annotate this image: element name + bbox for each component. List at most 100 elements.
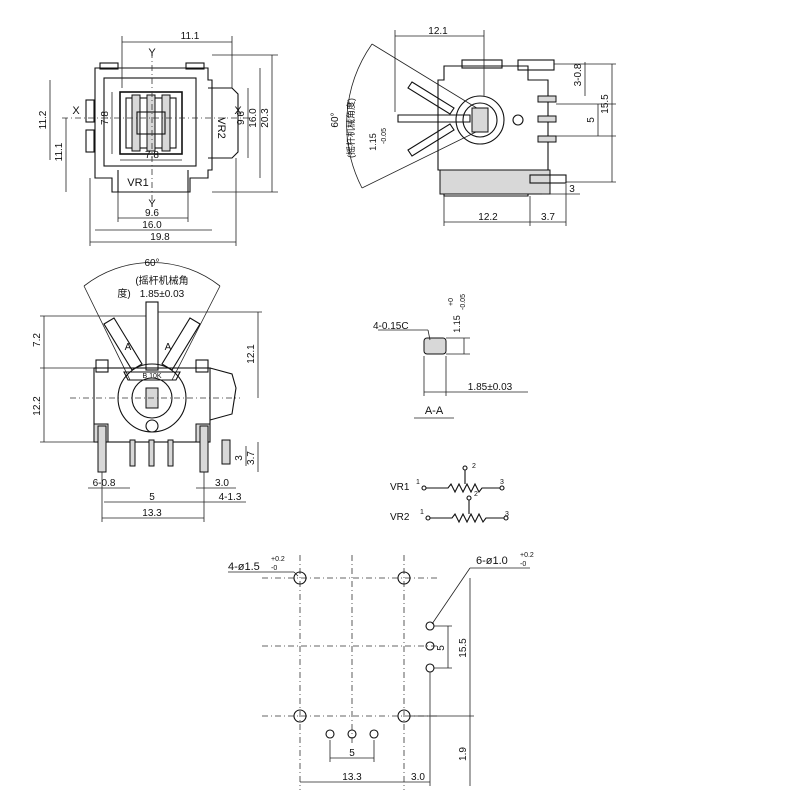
top-view-inner-frame — [103, 77, 197, 167]
pin-hole — [425, 663, 435, 673]
footprint-big-tol-top: +0.2 — [271, 556, 285, 563]
front-view-dim-pins-right2: 4-1.3 — [219, 492, 242, 503]
dim-bottom-c: 19.8 — [150, 232, 170, 243]
front-view-corner — [195, 359, 209, 373]
schematic-terminal — [425, 515, 431, 521]
footprint-small-tol-bot: -0 — [520, 561, 526, 568]
side-view-angle-ray — [361, 129, 481, 189]
side-view-shaft-tilted-down — [407, 123, 455, 157]
side-view-dim-r1: 3-0.8 — [573, 63, 584, 86]
front-view-angle-note: (摇杆机械角 — [135, 274, 188, 287]
footprint-dim-v-a: 15.5 — [458, 638, 469, 658]
side-view-dim-bottom-a: 12.2 — [478, 212, 498, 223]
schematic-vr2-pin2: 2 — [474, 491, 478, 498]
leader-line — [293, 571, 299, 577]
dim-inner-v: 7.8 — [100, 111, 111, 125]
side-view-pin — [537, 95, 557, 103]
leader-line — [431, 567, 471, 625]
front-view-dim-left-top: 7.2 — [32, 333, 43, 347]
side-view-shaft-tilted-up — [407, 81, 455, 115]
top-view-vr2-housing — [208, 87, 239, 159]
top-view-body — [94, 67, 213, 193]
vr2-label: VR2 — [215, 117, 227, 138]
dim-right-b: 16.0 — [248, 108, 259, 128]
pcb-footprint: 4-ø1.5 +0.2 -0 6-ø1.0 +0.2 -0 15.5 5 1.9… — [228, 552, 534, 790]
label-x-left: X — [72, 105, 80, 117]
label-y-bottom: Y — [148, 198, 156, 210]
front-view-pin-small — [148, 439, 155, 467]
top-view-slot-right — [161, 94, 171, 152]
schematic-terminal — [462, 465, 468, 471]
side-view-pin — [537, 115, 557, 123]
front-view-dim-pin-b: 3.7 — [246, 451, 257, 465]
dim-bottom-a: 9.6 — [145, 208, 159, 219]
front-view-dim-pins-total: 13.3 — [142, 508, 162, 519]
side-view-knob-inner — [462, 102, 498, 138]
footprint-dim-v-edge: 1.9 — [458, 747, 469, 761]
front-view-screw — [145, 419, 159, 433]
side-view-dim-r4: 3 — [569, 184, 575, 195]
schematic-vr1-pin1: 1 — [416, 479, 420, 486]
section-dim-h: 1.85±0.03 — [468, 382, 513, 393]
side-view-top-bracket — [517, 59, 555, 71]
front-view-dim-pin-spacing: 5 — [149, 492, 155, 503]
section-profile — [423, 337, 447, 355]
front-view-angle-arc — [83, 262, 221, 287]
footprint-dim-h-edge: 3.0 — [411, 772, 425, 783]
front-view-angle-note2: 度) — [117, 287, 130, 300]
front-view-pin-large — [97, 425, 107, 473]
front-view-shaft-left — [103, 317, 143, 371]
front-view-corner — [95, 359, 109, 373]
schematic-vr1-resistor — [426, 482, 500, 494]
side-view-knob-outer — [455, 95, 505, 145]
footprint-dim-h-pins: 5 — [349, 748, 355, 759]
top-view-slot-left — [131, 94, 141, 152]
schematic-vr1-pin2: 2 — [472, 463, 476, 470]
front-view-pin-small — [167, 439, 174, 467]
schematic-terminal — [466, 495, 472, 501]
schematic-vr1-pin3: 3 — [500, 479, 504, 486]
mounting-hole — [397, 571, 411, 585]
section-title: A-A — [425, 405, 444, 417]
front-view: 60° (摇杆机械角 度) 1.85±0.03 A A B 10K 7.2 — [32, 258, 262, 522]
schematic-vr2-resistor — [430, 512, 504, 524]
footprint-small-tol-top: +0.2 — [520, 552, 534, 559]
top-view-center-block — [136, 111, 166, 135]
schematic-terminal — [503, 515, 509, 521]
front-view-angle-ray — [83, 285, 131, 381]
dim-inner-h: 7.8 — [145, 150, 159, 161]
front-view-shaft — [145, 301, 159, 371]
pin-hole — [325, 729, 335, 739]
section-a-a: 4-0.15C 1.15 +0 -0.05 1.85±0.03 A-A — [373, 294, 528, 419]
front-view-dim-pins-left: 6-0.8 — [93, 478, 116, 489]
schematic: VR1 1 3 2 VR2 1 3 2 — [390, 463, 509, 524]
section-chamfer: 4-0.15C — [373, 321, 409, 332]
dim-left-inner: 11.1 — [54, 142, 65, 161]
footprint-dim-v-b: 5 — [436, 645, 447, 651]
side-view-dim-bottom-b: 3.7 — [541, 212, 555, 223]
side-view-top-tab — [461, 59, 503, 69]
schematic-vr2-pin3: 3 — [505, 511, 509, 518]
top-view-vr1-housing — [117, 170, 189, 193]
side-view-knob-slot — [471, 107, 489, 133]
front-view-knob-mark: B 10K — [142, 373, 161, 380]
mounting-hole — [293, 709, 307, 723]
front-view-dim-pin-a: 3 — [234, 455, 245, 461]
side-view-angle: 60° — [330, 112, 341, 127]
front-view-side-bump — [209, 367, 237, 421]
section-dim-v: 1.15 — [452, 315, 462, 333]
dim-bottom-b: 16.0 — [142, 220, 162, 231]
side-view-screw — [512, 114, 524, 126]
side-view-bottom-bracket — [529, 174, 567, 184]
front-view-dim-left-mid: 12.2 — [32, 396, 43, 416]
front-view-shaft-right — [161, 317, 201, 371]
front-view-label-band — [123, 371, 181, 381]
schematic-terminal — [421, 485, 427, 491]
side-view-angle-note: (摇杆机械角度) — [345, 98, 356, 158]
front-view-dim-pins-right: 3.0 — [215, 478, 229, 489]
top-view-stick-housing — [119, 91, 183, 155]
side-view-dim-shaft: 1.15 — [368, 133, 378, 151]
side-view-body — [437, 65, 549, 197]
footprint-small-holes: 6-ø1.0 — [476, 555, 508, 567]
